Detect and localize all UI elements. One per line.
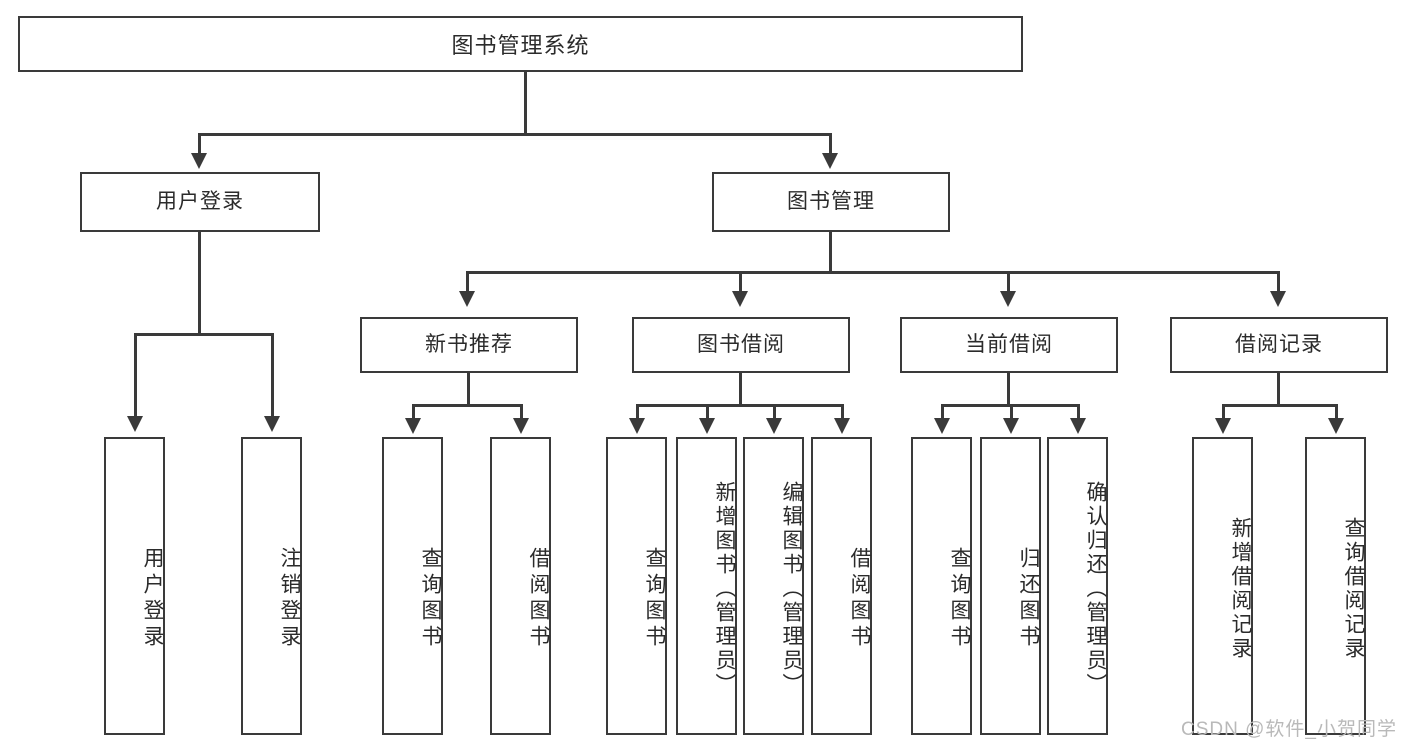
connector-user-login-stem (198, 232, 201, 336)
node-label: 注销登录 (278, 547, 301, 651)
arrowhead-new-book-recommend-leaf-2 (513, 418, 529, 434)
arrowhead-book-manage-child-3 (1000, 291, 1016, 307)
connector-book-manage-drop-4 (1277, 271, 1280, 293)
connector-borrow-record-stem (1277, 373, 1280, 407)
connector-new-book-recommend-stem (467, 373, 470, 407)
leaf-add-book-admin[interactable]: 新增图书（管理员） (676, 437, 737, 735)
node-label: 新增借阅记录 (1229, 517, 1252, 661)
leaf-borrow-book-borrow[interactable]: 借阅图书 (811, 437, 872, 735)
node-current-borrow[interactable]: 当前借阅 (900, 317, 1118, 373)
connector-current-borrow-drop-3 (1077, 404, 1080, 420)
arrowhead-root-to-user-login (191, 153, 207, 169)
connector-new-book-recommend-drop-2 (520, 404, 523, 420)
connector-book-manage-bus (466, 271, 1280, 274)
connector-user-login-bus (134, 333, 273, 336)
leaf-confirm-return-admin[interactable]: 确认归还（管理员） (1047, 437, 1108, 735)
connector-book-borrow-drop-2 (706, 404, 709, 420)
node-label: 查询图书 (419, 547, 442, 651)
arrowhead-user-login-leaf-1 (127, 416, 143, 432)
connector-borrow-record-drop-2 (1335, 404, 1338, 420)
connector-user-login-drop-1 (134, 333, 137, 418)
arrowhead-user-login-leaf-2 (264, 416, 280, 432)
node-label: 借阅记录 (1235, 333, 1323, 357)
node-label: 图书借阅 (697, 333, 785, 357)
node-label: 图书管理系统 (451, 33, 590, 58)
arrowhead-borrow-record-leaf-1 (1215, 418, 1231, 434)
connector-book-borrow-drop-4 (841, 404, 844, 420)
node-root-book-management-system[interactable]: 图书管理系统 (18, 16, 1023, 72)
node-label: 借阅图书 (848, 547, 871, 651)
node-label: 查询借阅记录 (1342, 517, 1365, 661)
connector-root-to-book-manage (829, 133, 832, 155)
connector-user-login-drop-2 (271, 333, 274, 418)
connector-root-to-user-login (198, 133, 201, 155)
arrowhead-book-manage-child-4 (1270, 291, 1286, 307)
leaf-query-book-recommend[interactable]: 查询图书 (382, 437, 443, 735)
connector-new-book-recommend-drop-1 (412, 404, 415, 420)
connector-current-borrow-stem (1007, 373, 1010, 407)
node-new-book-recommend[interactable]: 新书推荐 (360, 317, 578, 373)
leaf-borrow-book-recommend[interactable]: 借阅图书 (490, 437, 551, 735)
node-label: 借阅图书 (527, 547, 550, 651)
node-borrow-record[interactable]: 借阅记录 (1170, 317, 1388, 373)
connector-borrow-record-bus (1222, 404, 1338, 407)
arrowhead-current-borrow-leaf-1 (934, 418, 950, 434)
leaf-user-login[interactable]: 用户登录 (104, 437, 165, 735)
connector-borrow-record-drop-1 (1222, 404, 1225, 420)
node-user-login[interactable]: 用户登录 (80, 172, 320, 232)
connector-book-borrow-drop-1 (636, 404, 639, 420)
node-label: 用户登录 (141, 547, 164, 651)
node-label: 查询图书 (643, 547, 666, 651)
arrowhead-book-manage-child-2 (732, 291, 748, 307)
leaf-query-book-borrow[interactable]: 查询图书 (606, 437, 667, 735)
connector-book-manage-drop-1 (466, 271, 469, 293)
connector-book-manage-drop-3 (1007, 271, 1010, 293)
arrowhead-book-manage-child-1 (459, 291, 475, 307)
leaf-return-book[interactable]: 归还图书 (980, 437, 1041, 735)
connector-new-book-recommend-bus (412, 404, 523, 407)
arrowhead-current-borrow-leaf-3 (1070, 418, 1086, 434)
connector-book-manage-drop-2 (739, 271, 742, 293)
node-label: 用户登录 (156, 190, 244, 214)
node-label: 图书管理 (787, 190, 875, 214)
leaf-query-book-current[interactable]: 查询图书 (911, 437, 972, 735)
connector-book-manage-stem (829, 232, 832, 274)
leaf-query-borrow-record[interactable]: 查询借阅记录 (1305, 437, 1366, 735)
arrowhead-book-borrow-leaf-2 (699, 418, 715, 434)
arrowhead-borrow-record-leaf-2 (1328, 418, 1344, 434)
leaf-add-borrow-record[interactable]: 新增借阅记录 (1192, 437, 1253, 735)
node-label: 查询图书 (948, 547, 971, 651)
leaf-edit-book-admin[interactable]: 编辑图书（管理员） (743, 437, 804, 735)
connector-book-borrow-drop-3 (773, 404, 776, 420)
arrowhead-book-borrow-leaf-3 (766, 418, 782, 434)
node-label: 当前借阅 (965, 333, 1053, 357)
connector-root-stem (524, 72, 527, 135)
arrowhead-book-borrow-leaf-1 (629, 418, 645, 434)
arrowhead-root-to-book-manage (822, 153, 838, 169)
node-label: 确认归还（管理员） (1084, 481, 1107, 697)
arrowhead-book-borrow-leaf-4 (834, 418, 850, 434)
node-label: 编辑图书（管理员） (780, 481, 803, 697)
node-label: 归还图书 (1017, 547, 1040, 651)
arrowhead-current-borrow-leaf-2 (1003, 418, 1019, 434)
leaf-logout-login[interactable]: 注销登录 (241, 437, 302, 735)
node-book-manage[interactable]: 图书管理 (712, 172, 950, 232)
connector-book-borrow-bus (636, 404, 844, 407)
connector-book-borrow-stem (739, 373, 742, 407)
node-label: 新书推荐 (425, 333, 513, 357)
connector-current-borrow-drop-1 (941, 404, 944, 420)
arrowhead-new-book-recommend-leaf-1 (405, 418, 421, 434)
node-book-borrow[interactable]: 图书借阅 (632, 317, 850, 373)
connector-root-bus (198, 133, 832, 136)
connector-current-borrow-drop-2 (1010, 404, 1013, 420)
node-label: 新增图书（管理员） (713, 481, 736, 697)
